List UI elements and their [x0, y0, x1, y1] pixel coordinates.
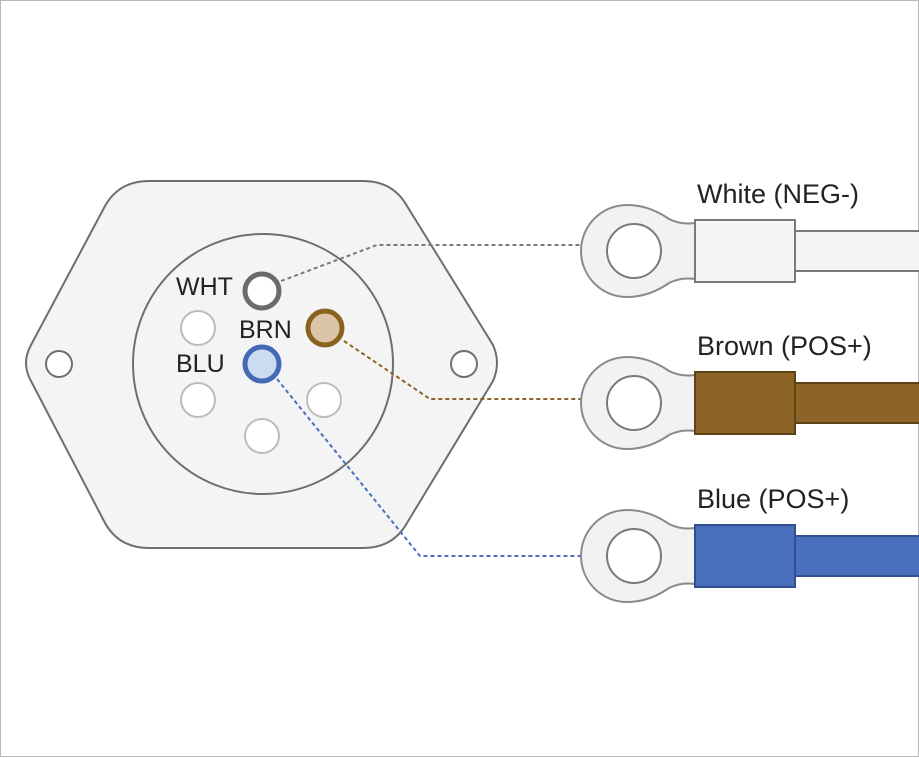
connector-face — [132, 233, 394, 495]
wire-label-blue: Blue (POS+) — [697, 484, 850, 514]
connector — [25, 180, 498, 549]
pin-label-brn: BRN — [239, 316, 292, 344]
crimp-sleeve-brown — [694, 371, 796, 435]
ring-terminal-white — [580, 203, 919, 299]
mounting-hole-right — [450, 350, 478, 378]
terminal-ring-hole — [606, 223, 662, 279]
pin-blu — [242, 344, 282, 384]
terminal-ring-hole — [606, 528, 662, 584]
wire-white — [780, 230, 919, 272]
crimp-sleeve-blue — [694, 524, 796, 588]
pin-wht — [242, 271, 282, 311]
terminal-ring-hole — [606, 375, 662, 431]
empty-pin — [244, 418, 280, 454]
pin-brn — [305, 308, 345, 348]
crimp-sleeve-white — [694, 219, 796, 283]
empty-pin — [180, 382, 216, 418]
mounting-hole-left — [45, 350, 73, 378]
wire-blue — [780, 535, 919, 577]
wire-label-brown: Brown (POS+) — [697, 331, 872, 361]
ring-terminal-blue — [580, 508, 919, 604]
leader-line-brown — [343, 340, 584, 400]
ring-terminal-brown — [580, 355, 919, 451]
pin-label-blu: BLU — [176, 350, 225, 378]
empty-pin — [306, 382, 342, 418]
leader-line-blue — [276, 378, 584, 557]
leader-lines — [276, 244, 584, 557]
empty-pin — [180, 310, 216, 346]
leader-line-white — [280, 244, 584, 282]
wire-brown — [780, 382, 919, 424]
pin-label-wht: WHT — [176, 273, 233, 301]
wire-label-white: White (NEG-) — [697, 179, 859, 209]
